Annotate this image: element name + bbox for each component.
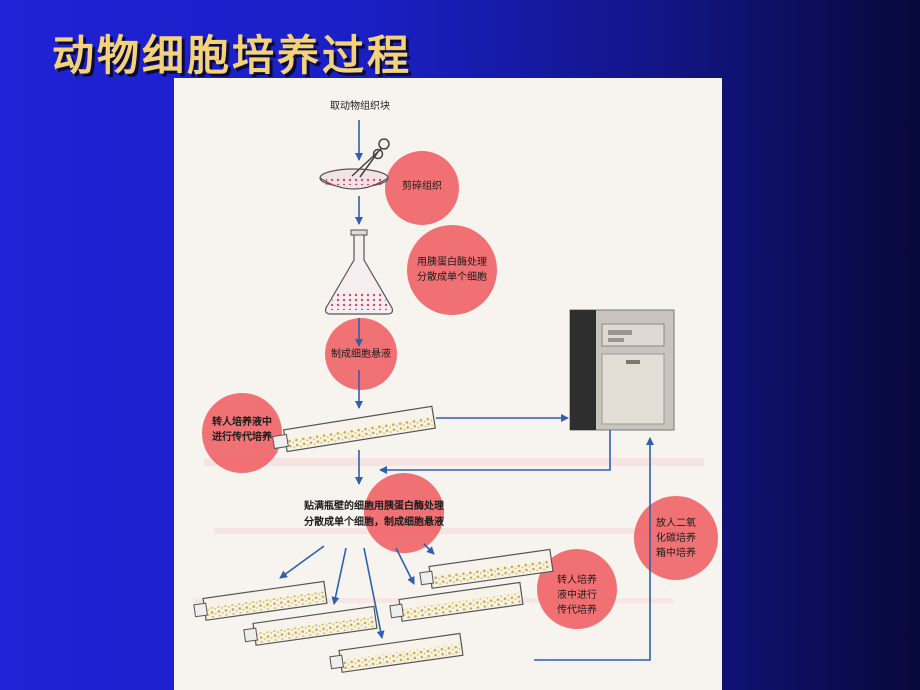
circle-trypsin: [407, 225, 497, 315]
scissors-icon: [351, 138, 390, 178]
co2-incubator-icon: [569, 309, 675, 431]
highlight-circles: [202, 151, 718, 629]
conical-flask-icon: [324, 229, 394, 315]
process-diagram: [193, 120, 718, 673]
label-wall-cells-1: 贴满瓶壁的细胞用胰蛋白酶处理: [304, 501, 444, 512]
culture-flask-primary: [272, 405, 436, 453]
circle-primary: [202, 393, 282, 473]
label-co2-1: 放人二氧: [656, 518, 696, 529]
circle-suspension: [325, 318, 397, 390]
label-subculture-1: 转人培养: [557, 575, 597, 586]
label-subculture-3: 传代培养: [557, 605, 597, 616]
label-co2-3: 箱中培养: [656, 548, 696, 559]
label-primary-2: 进行传代培养: [212, 432, 272, 443]
culture-flask-3: [419, 548, 554, 589]
label-trypsin-2: 分散成单个细胞: [417, 272, 487, 283]
petri-dish-icon: [319, 168, 389, 190]
slide-title: 动物细胞培养过程: [52, 31, 413, 80]
label-trypsin-1: 用胰蛋白酶处理: [417, 257, 487, 268]
circle-wall-cells: [364, 473, 444, 553]
label-co2-2: 化碳培养: [656, 533, 696, 544]
flow-arrows: [279, 120, 654, 661]
label-wall-cells-2: 分散成单个细胞，制成细胞悬液: [304, 517, 444, 528]
circle-mince: [385, 151, 459, 225]
culture-process-figure: 取动物组织块 剪碎组织 用胰蛋白酶处理 分散成单个细胞 制成细胞悬液 转人培养液…: [174, 78, 722, 690]
culture-flask-4: [389, 581, 524, 622]
label-suspension: 制成细胞悬液: [331, 349, 391, 360]
label-take-tissue: 取动物组织块: [330, 101, 390, 112]
label-primary-1: 转人培养液中: [212, 417, 272, 428]
culture-flask-2: [243, 605, 378, 646]
circle-subculture: [537, 549, 617, 629]
label-subculture-2: 液中进行: [557, 590, 597, 601]
culture-flask-5: [329, 632, 464, 673]
culture-flask-1: [193, 580, 328, 621]
label-mince: 剪碎组织: [402, 181, 442, 192]
circle-co2: [634, 496, 718, 580]
